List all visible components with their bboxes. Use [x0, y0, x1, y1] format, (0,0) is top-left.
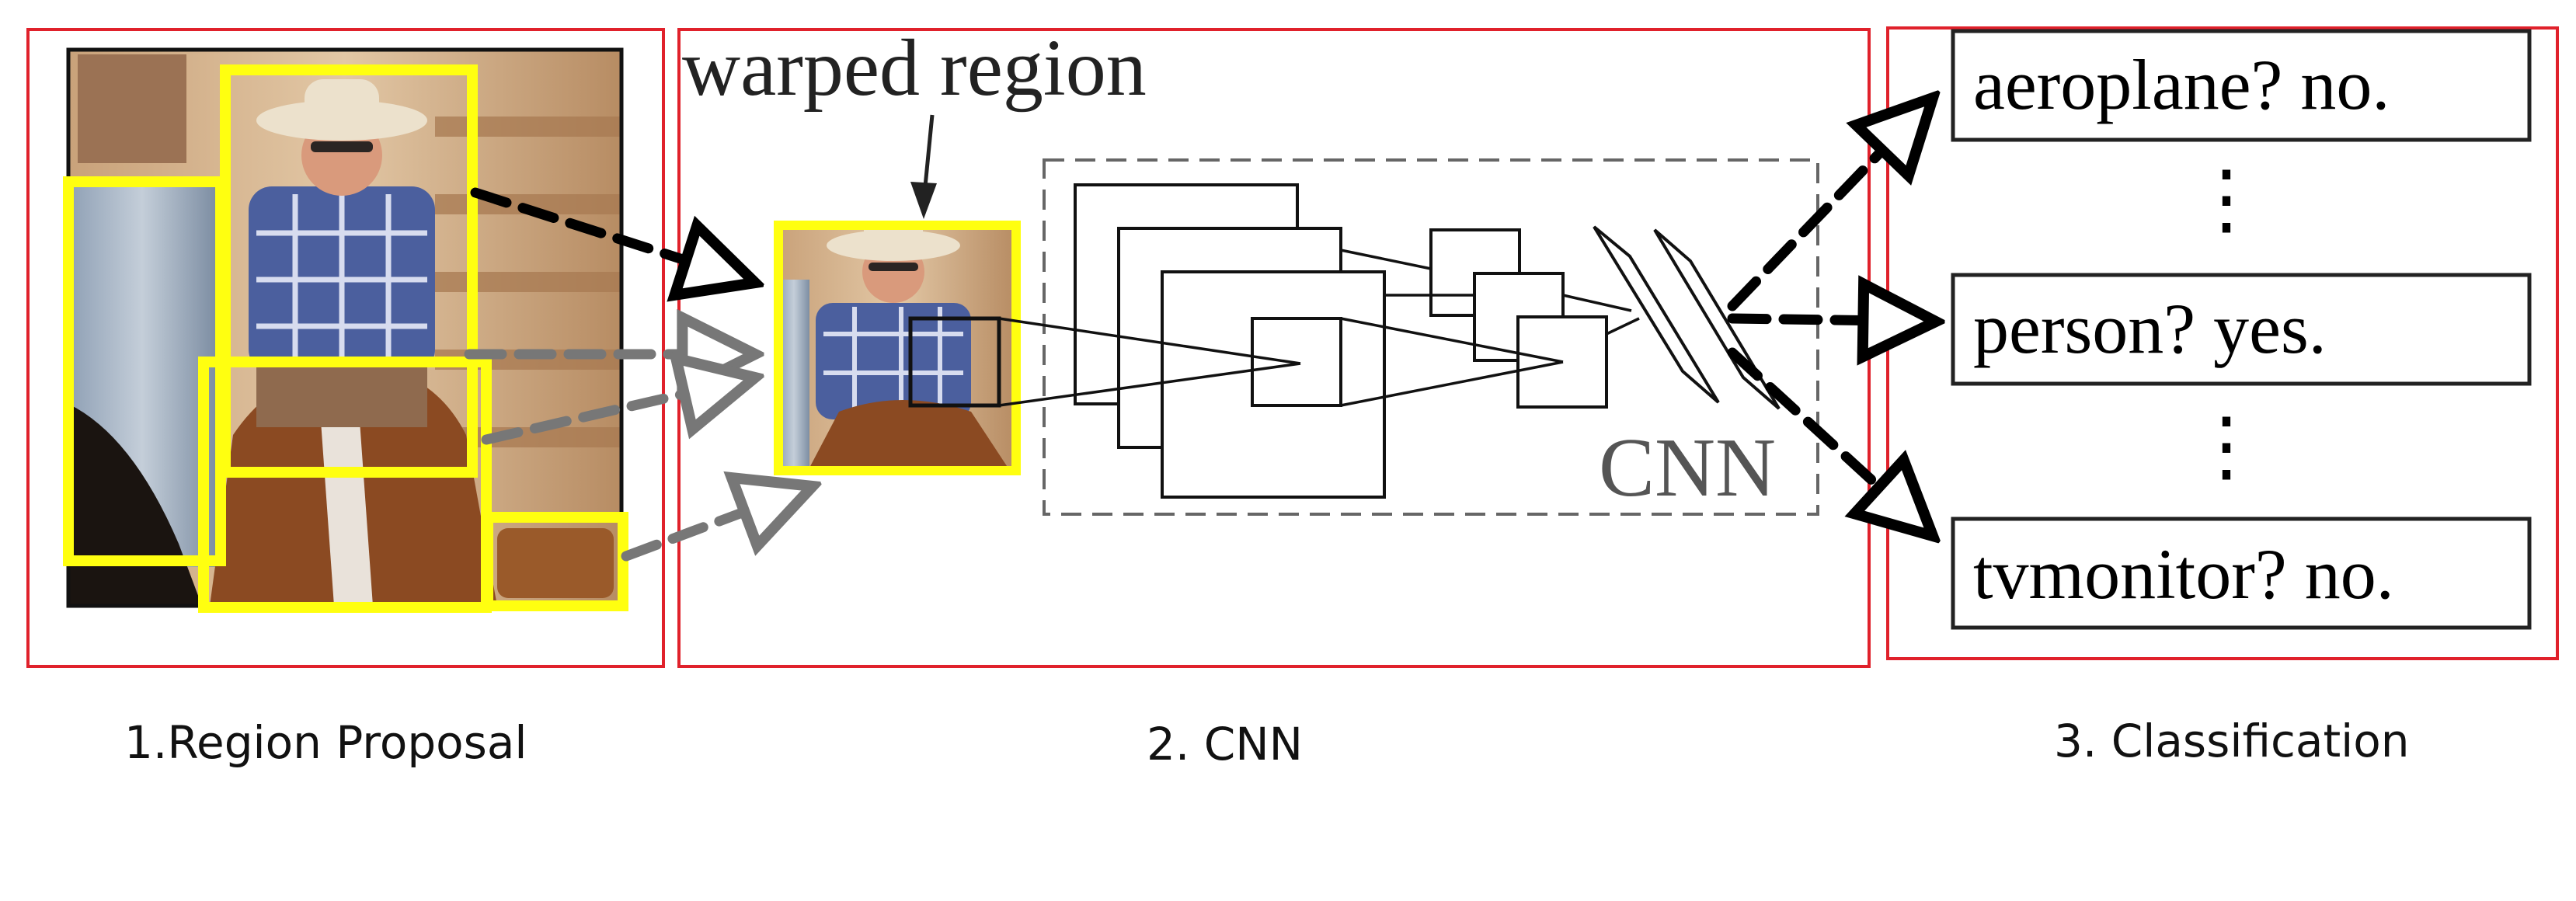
input-photo	[66, 47, 624, 608]
caption-cnn: 2. CNN	[1147, 718, 1303, 771]
ellipsis-1: ⋮	[2188, 156, 2265, 242]
region-proposal-boxes	[63, 64, 628, 613]
arrow-to-tvmonitor	[1727, 347, 1933, 536]
proposal-to-warp-arrows	[464, 187, 813, 562]
class-result-tvmonitor: tvmonitor? no.	[1951, 517, 2532, 630]
cnn-label: CNN	[1599, 422, 1776, 514]
arrow-dark-proposal	[470, 187, 755, 283]
class-box-person	[1951, 273, 2532, 386]
class-box-tvmonitor	[1951, 517, 2532, 630]
arrow-gray-3	[621, 486, 813, 562]
receptive-field-box	[908, 316, 1001, 408]
class-box-aeroplane	[1951, 29, 2532, 142]
arrow-gray-2	[481, 377, 755, 445]
ellipsis-2: ⋮	[2188, 403, 2265, 489]
arrow-to-aeroplane	[1727, 98, 1933, 311]
fc-layer-1	[1593, 225, 1720, 404]
cowboy-hat-crown	[305, 79, 379, 124]
warped-region-label: warped region	[682, 23, 1147, 113]
cnn-layers	[1074, 183, 1608, 499]
region-proposal-frame	[26, 28, 665, 668]
class-result-aeroplane: aeroplane? no.	[1951, 29, 2532, 142]
proposal-box-saddle	[482, 512, 628, 611]
class-result-person: person? yes.	[1951, 273, 2532, 386]
class-text-tvmonitor: tvmonitor? no.	[1973, 534, 2394, 614]
cnn-dashed-box	[1043, 158, 1819, 516]
warped-region-border	[774, 221, 1021, 475]
class-text-aeroplane: aeroplane? no.	[1973, 45, 2390, 124]
cnn-connection-lines	[998, 249, 1640, 407]
caption-classification: 3. Classification	[2054, 715, 2410, 767]
arrow-to-person	[1727, 318, 1936, 322]
proposal-box-horse	[198, 357, 492, 613]
proposal-box-gate	[63, 176, 226, 566]
caption-region-proposal: 1.Region Proposal	[124, 716, 527, 769]
warped-region-pointer	[910, 114, 937, 219]
class-text-person: person? yes.	[1973, 289, 2327, 368]
warped-region-image	[774, 221, 1021, 475]
cnn-to-class-arrows	[1727, 98, 1936, 536]
